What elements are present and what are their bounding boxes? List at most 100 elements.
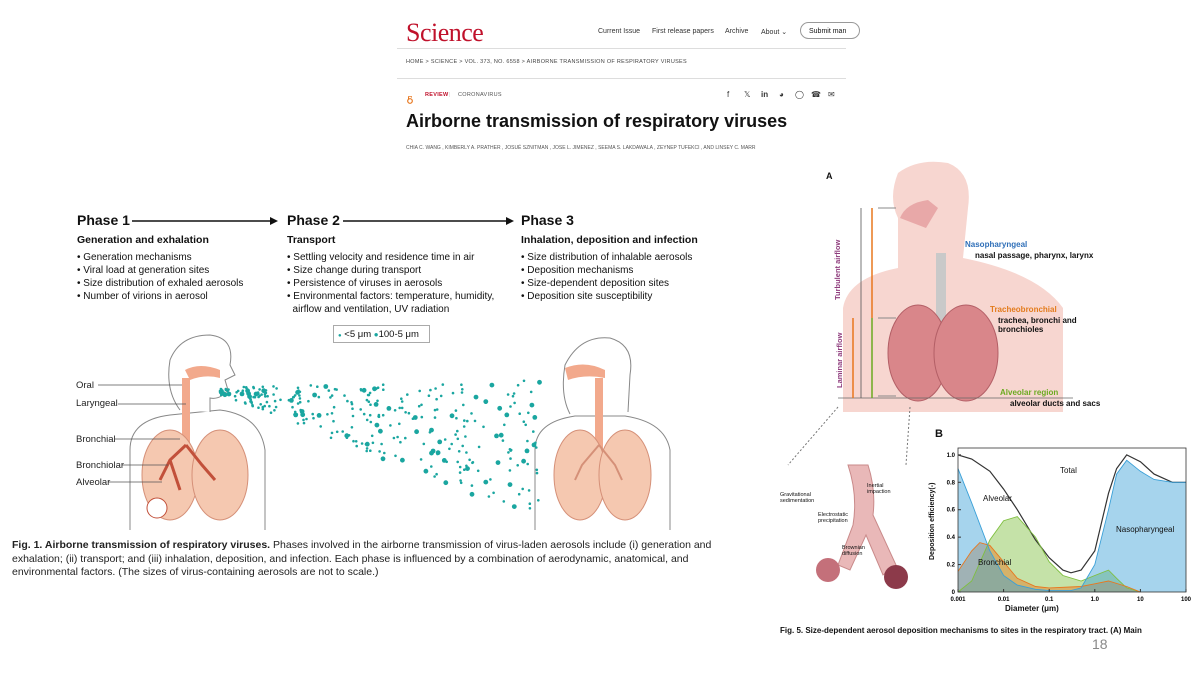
phase-arrow-1 [132, 214, 282, 228]
nav-current-issue[interactable]: Current Issue [598, 28, 640, 35]
zoom-label-inertial: Inertial impaction [867, 483, 907, 495]
aerosol-particle [328, 389, 331, 392]
aerosol-particle [333, 406, 336, 409]
open-access-icon [407, 91, 413, 99]
aerosol-particle [455, 409, 458, 412]
aerosol-particle [463, 425, 466, 428]
aerosol-particle [434, 387, 437, 390]
aerosol-particle [351, 426, 354, 429]
panel-a-label: A [826, 171, 833, 181]
aerosol-particle [474, 395, 479, 400]
whatsapp-icon[interactable]: ☎ [811, 90, 821, 99]
aerosol-particle [279, 399, 282, 402]
aerosol-particle [369, 414, 372, 417]
aerosol-particle [262, 408, 265, 411]
aerosol-particle [305, 418, 308, 421]
submit-manuscript-button[interactable]: Submit man [800, 22, 860, 39]
aerosol-particle [465, 466, 470, 471]
author-list[interactable]: CHIA C. WANG , KIMBERLY A. PRATHER , JOS… [406, 145, 756, 151]
x-tick-label: 0.1 [1045, 597, 1054, 603]
aerosol-particle [341, 430, 344, 433]
aerosol-particle [509, 457, 512, 460]
aerosol-particle [434, 409, 437, 412]
label-laryngeal: Laryngeal [76, 398, 118, 409]
aerosol-particle [518, 493, 521, 496]
aerosol-particle [465, 451, 468, 454]
aerosol-particle [445, 461, 448, 464]
breadcrumb[interactable]: HOME > SCIENCE > VOL. 373, NO. 6558 > AI… [406, 59, 687, 65]
aerosol-particle [311, 413, 314, 416]
aerosol-particle [272, 385, 275, 388]
tracheobronchial-desc: trachea, bronchi and bronchioles [998, 316, 1093, 334]
aerosol-particle [330, 437, 333, 440]
label-bronchial: Bronchial [76, 434, 116, 445]
aerosol-particle [526, 463, 529, 466]
science-logo[interactable]: Science [406, 18, 483, 48]
page-number: 18 [1092, 636, 1108, 652]
reddit-icon[interactable]: ◕ [779, 90, 784, 99]
x-twitter-icon[interactable]: 𝕏 [744, 90, 750, 99]
aerosol-particle [299, 391, 302, 394]
aerosol-particle [463, 419, 466, 422]
nasopharyngeal-title: Nasopharyngeal [965, 240, 1027, 249]
phase-2-subtitle: Transport [287, 234, 335, 246]
label-bronchiolar: Bronchiolar [76, 460, 124, 471]
aerosol-particle [394, 455, 397, 458]
aerosol-particle [274, 400, 277, 403]
aerosol-particle [458, 450, 461, 453]
aerosol-particle [227, 392, 232, 397]
linkedin-icon[interactable]: in [761, 90, 768, 99]
aerosol-particle [222, 391, 225, 394]
aerosol-particle [263, 405, 266, 408]
aerosol-particle [371, 435, 374, 438]
respiratory-tract-illustration [838, 158, 1073, 412]
review-tag[interactable]: REVIEW [425, 92, 449, 98]
aerosol-particle [466, 420, 469, 423]
zoom-label-electrostatic: Electrostatic precipitation [818, 512, 863, 524]
aerosol-particle [489, 478, 492, 481]
aerosol-particle [243, 386, 246, 389]
aerosol-particle [536, 472, 539, 475]
facebook-icon[interactable]: f [727, 90, 729, 99]
aerosol-particle [429, 431, 432, 434]
x-tick-label: 0.001 [950, 597, 966, 603]
aerosol-particle [257, 406, 260, 409]
phase-3-heading: Phase 3 [521, 212, 574, 228]
aerosol-particle [369, 403, 372, 406]
aerosol-particle [450, 443, 453, 446]
emitter-person [130, 335, 265, 530]
aerosol-particle [456, 430, 459, 433]
aerosol-particle [503, 500, 506, 503]
wechat-icon[interactable]: ◯ [795, 90, 804, 99]
aerosol-particle [240, 392, 245, 397]
aerosol-particle [414, 429, 419, 434]
aerosol-particle [429, 389, 432, 392]
aerosol-particle [512, 395, 515, 398]
aerosol-particle [444, 438, 447, 441]
zoom-label-brownian: Brownian diffusion [842, 545, 882, 557]
aerosol-particle [331, 432, 334, 435]
nav-archive[interactable]: Archive [725, 28, 748, 35]
aerosol-particle [289, 398, 294, 403]
nav-first-release[interactable]: First release papers [652, 28, 714, 35]
aerosol-particle [513, 392, 516, 395]
aerosol-particle [300, 412, 305, 417]
nav-about[interactable]: About ⌄ [761, 28, 787, 36]
aerosol-particle [461, 391, 464, 394]
aerosol-particle [470, 492, 475, 497]
aerosol-particle [235, 399, 238, 402]
aerosol-particle [532, 443, 537, 448]
topic-tag[interactable]: CORONAVIRUS [458, 92, 502, 98]
aerosol-particle [429, 451, 434, 456]
aerosol-particle [376, 400, 379, 403]
phase-2-bullets: • Settling velocity and residence time i… [287, 251, 494, 316]
aerosol-particle [459, 466, 462, 469]
email-icon[interactable]: ✉ [828, 90, 835, 99]
aerosol-particle [268, 405, 271, 408]
aerosol-particle [452, 392, 455, 395]
aerosol-particle [499, 433, 504, 438]
aerosol-particle [297, 387, 300, 390]
aerosol-particle [488, 495, 491, 498]
aerosol-particle [355, 445, 358, 448]
series-label-nasopharyngeal: Nasopharyngeal [1116, 525, 1174, 534]
